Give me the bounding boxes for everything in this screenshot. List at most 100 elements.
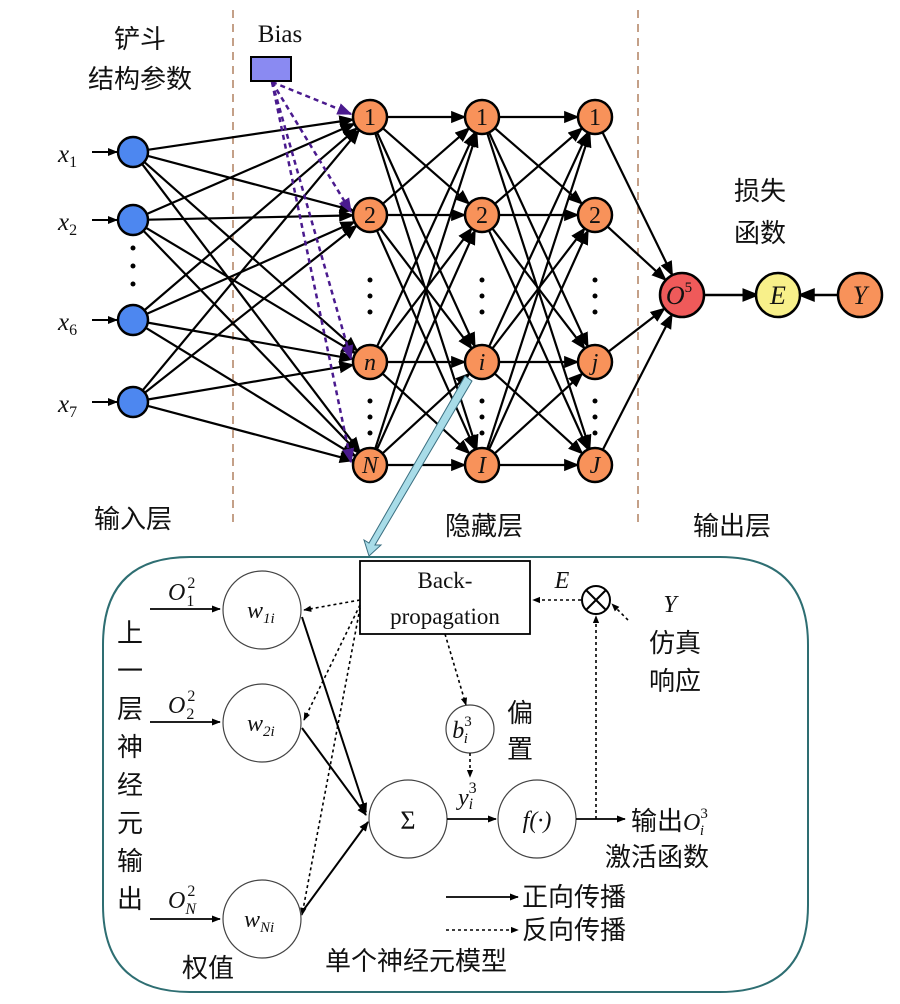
hidden-hidden-edge (374, 131, 479, 450)
input-node (116, 303, 150, 337)
hidden-node (351, 343, 389, 381)
ellipsis-dot (367, 309, 373, 315)
hidden-node (576, 98, 614, 136)
prev-layer-output-char: 神 (117, 733, 143, 763)
input-hidden-edge (144, 224, 358, 394)
sim-response-label-line2: 响应 (649, 667, 701, 697)
input-hidden-edge (147, 361, 355, 401)
input-hidden-edge (146, 220, 356, 315)
ellipsis-dot (130, 281, 136, 287)
bias-label-line2: 置 (507, 735, 533, 765)
ellipsis-dot (592, 398, 598, 404)
backprop-to-weightn-arrow (300, 607, 361, 916)
ellipsis-dot (592, 430, 598, 436)
prev-layer-output-char: 上 (117, 619, 143, 649)
input-label: x1 (57, 141, 77, 171)
hidden-node (463, 446, 501, 484)
hidden-hidden-edge (382, 127, 471, 205)
hidden-node-label: 1 (476, 105, 488, 131)
weight-node-1-label: w1i (247, 598, 275, 627)
output-node (658, 271, 706, 319)
ellipsis-dot (479, 277, 485, 283)
hidden-hidden-edge (493, 372, 584, 455)
backprop-to-bias-arrow (444, 633, 468, 706)
input-hidden-edge (147, 115, 355, 151)
loss-function-label-line1: 损失 (734, 177, 786, 207)
ellipsis-dot (592, 293, 598, 299)
weight-node-2-label: w2i (247, 711, 275, 740)
hidden-hidden-edge (487, 229, 590, 450)
activation-symbol: f(·) (523, 808, 552, 834)
ellipsis-dot (367, 414, 373, 420)
prev-layer-output-char: 一 (117, 657, 143, 687)
hidden-node (463, 98, 501, 136)
input-hidden-edge (141, 128, 361, 392)
input-node (116, 203, 150, 237)
hidden-hidden-edge (486, 131, 592, 450)
ellipsis-dot (130, 263, 136, 269)
prev-layer-output-char: 经 (117, 771, 143, 801)
multiply-icon-stroke (585, 589, 607, 611)
ellipsis-dot (479, 309, 485, 315)
hidden-layer-label: 隐藏层 (445, 512, 523, 542)
hidden-node-label: 2 (476, 203, 488, 229)
ellipsis-dot (479, 414, 485, 420)
hidden-node-label: i (479, 350, 486, 376)
bias-box (250, 56, 292, 82)
ellipsis-dot (479, 293, 485, 299)
weight-node-n-label: wNi (244, 907, 274, 936)
neuron-model-panel (102, 556, 809, 993)
input-label: x7 (57, 391, 77, 421)
hidden-node (463, 343, 501, 381)
hidden-node (576, 446, 614, 484)
input-hidden-edge (145, 226, 357, 355)
backprop-label-line2: propagation (390, 604, 500, 629)
ellipsis-dot (592, 277, 598, 283)
hidden-node-label: N (361, 453, 380, 479)
input-hidden-edge (143, 161, 359, 352)
ellipsis-dot (367, 293, 373, 299)
weight1-to-sum-arrow (301, 616, 367, 813)
input-label: x6 (57, 309, 77, 339)
target-to-multiply-arrow (611, 603, 629, 621)
ellipsis-dot (367, 430, 373, 436)
input-hidden-edge (147, 209, 355, 222)
weight-node-n (222, 879, 302, 959)
input-hidden-edge (147, 404, 356, 464)
hidden-node (351, 196, 389, 234)
ellipsis-dot (130, 245, 136, 251)
input-param-label-line1: 铲斗 (114, 25, 166, 55)
input-param-label-line2: 结构参数 (88, 65, 192, 95)
ellipsis-dot (592, 309, 598, 315)
output-node-label: O5 (666, 280, 692, 310)
neuron-model-title: 单个神经元模型 (325, 947, 507, 977)
backprop-to-weight2-arrow (303, 604, 361, 721)
connection-edges (92, 110, 674, 472)
prev-layer-output-char: 层 (117, 695, 143, 725)
error-node-label: E (769, 281, 786, 310)
input-layer-label: 输入层 (94, 505, 172, 535)
input-hidden-edge (147, 154, 356, 214)
hidden-output-edge (601, 131, 674, 277)
hidden-node (576, 343, 614, 381)
prev-layer-output-char: 出 (117, 885, 143, 915)
output-layer-label: 输出层 (693, 512, 771, 542)
backprop-box (359, 560, 531, 635)
hidden-node-label: J (590, 453, 602, 479)
ellipsis-dot (592, 414, 598, 420)
hidden-node-label: 2 (589, 203, 601, 229)
legend-forward-label: 正向传播 (522, 883, 626, 913)
prev-layer-output-char: 元 (117, 809, 143, 839)
hidden-node (463, 196, 501, 234)
hidden-node-label: 1 (589, 105, 601, 131)
hidden-hidden-edge (494, 127, 584, 205)
hidden-node (351, 98, 389, 136)
hidden-node-label: 2 (364, 203, 376, 229)
weight-node-2 (222, 683, 302, 763)
bias-edges (270, 80, 355, 464)
